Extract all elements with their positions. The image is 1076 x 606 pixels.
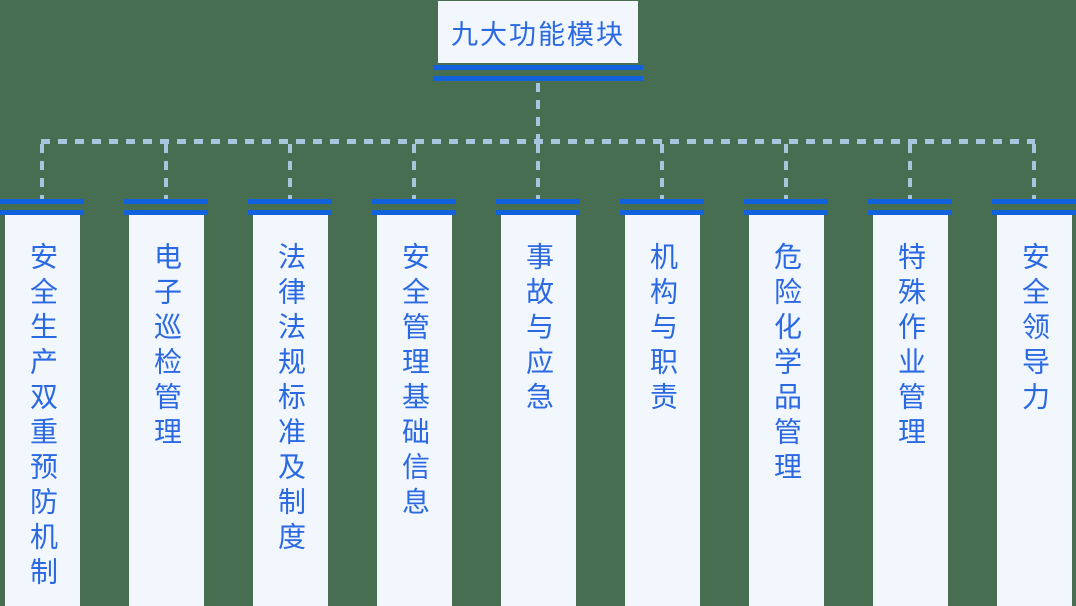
module-column: 电子巡检管理 — [124, 144, 208, 606]
root-underline-top — [433, 65, 643, 70]
module-label: 危险化学品管理 — [771, 242, 802, 487]
module-label: 电子巡检管理 — [151, 242, 182, 452]
module-label: 安全领导力 — [1019, 242, 1050, 417]
module-panel: 特殊作业管理 — [872, 215, 948, 606]
connector-drop — [288, 144, 292, 199]
connector-drop — [40, 144, 44, 199]
column-bar-bottom — [620, 210, 704, 215]
module-panel: 电子巡检管理 — [128, 215, 204, 606]
column-bar-top — [868, 199, 952, 204]
module-column: 危险化学品管理 — [744, 144, 828, 606]
module-label: 事故与应急 — [523, 242, 554, 417]
module-panel: 安全生产双重预防机制 — [4, 215, 80, 606]
module-label: 特殊作业管理 — [895, 242, 926, 452]
column-bar-bottom — [744, 210, 828, 215]
connector-drop — [1032, 144, 1036, 199]
column-bar-bottom — [124, 210, 208, 215]
column-bar-top — [620, 199, 704, 204]
column-bar-top — [496, 199, 580, 204]
module-column: 事故与应急 — [496, 144, 580, 606]
column-bar-bottom — [248, 210, 332, 215]
root-node-box: 九大功能模块 — [438, 1, 638, 63]
connector-trunk — [536, 83, 540, 139]
module-column: 机构与职责 — [620, 144, 704, 606]
connector-drop — [660, 144, 664, 199]
module-panel: 危险化学品管理 — [748, 215, 824, 606]
module-columns: 安全生产双重预防机制 电子巡检管理 法律法规标准及制度 安全管理基础信息 — [0, 144, 1076, 606]
column-bar-bottom — [496, 210, 580, 215]
column-bar-top — [372, 199, 456, 204]
module-panel: 安全管理基础信息 — [376, 215, 452, 606]
column-bar-bottom — [868, 210, 952, 215]
module-label: 法律法规标准及制度 — [275, 242, 306, 557]
column-bar-top — [744, 199, 828, 204]
root-node-label: 九大功能模块 — [451, 19, 625, 50]
connector-drop — [784, 144, 788, 199]
module-column: 安全生产双重预防机制 — [0, 144, 84, 606]
module-column: 安全管理基础信息 — [372, 144, 456, 606]
module-panel: 事故与应急 — [500, 215, 576, 606]
module-column: 法律法规标准及制度 — [248, 144, 332, 606]
module-panel: 机构与职责 — [624, 215, 700, 606]
connector-drop — [536, 144, 540, 199]
column-bar-bottom — [0, 210, 84, 215]
connector-drop — [164, 144, 168, 199]
module-label: 安全生产双重预防机制 — [27, 242, 58, 592]
module-panel: 法律法规标准及制度 — [252, 215, 328, 606]
root-node: 九大功能模块 — [433, 1, 643, 81]
root-underline-bottom — [433, 76, 643, 81]
column-bar-bottom — [372, 210, 456, 215]
connector-drop — [412, 144, 416, 199]
column-bar-top — [248, 199, 332, 204]
column-bar-top — [992, 199, 1076, 204]
connector-drop — [908, 144, 912, 199]
module-label: 机构与职责 — [647, 242, 678, 417]
column-bar-bottom — [992, 210, 1076, 215]
module-column: 安全领导力 — [992, 144, 1076, 606]
column-bar-top — [0, 199, 84, 204]
module-column: 特殊作业管理 — [868, 144, 952, 606]
module-panel: 安全领导力 — [996, 215, 1072, 606]
column-bar-top — [124, 199, 208, 204]
module-label: 安全管理基础信息 — [399, 242, 430, 522]
connector-horizontal — [41, 139, 1035, 144]
